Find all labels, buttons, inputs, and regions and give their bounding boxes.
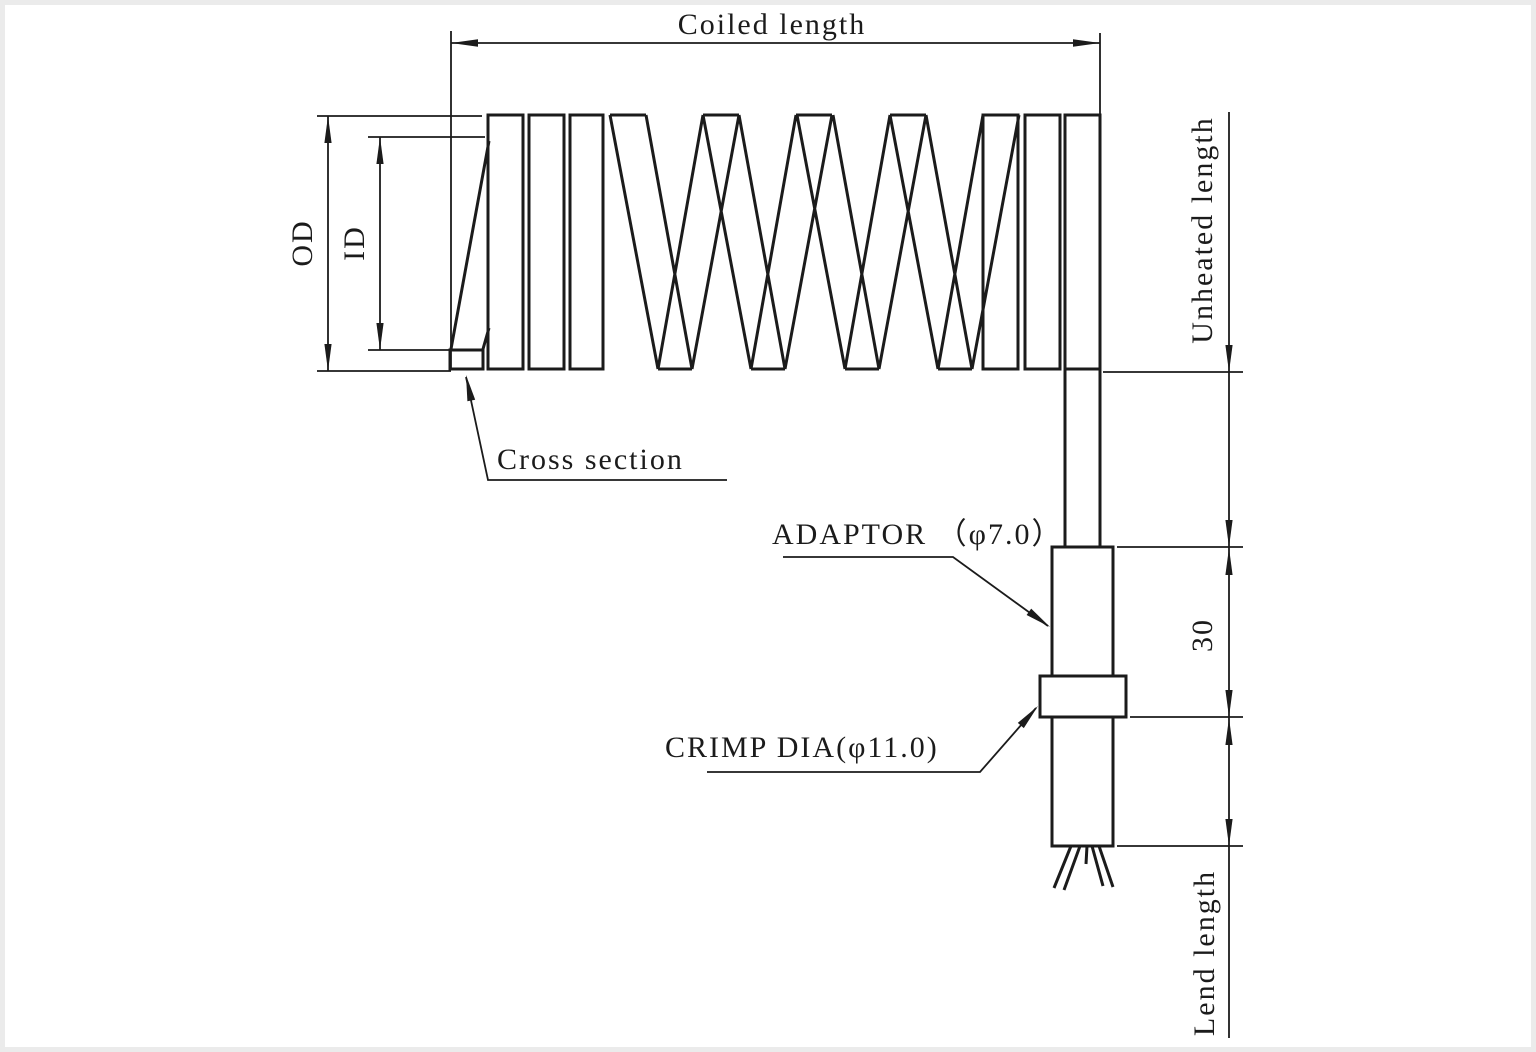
sheath-body [1050, 715, 1115, 848]
id-label: ID [338, 225, 371, 261]
coil-heater-body [448, 113, 1128, 891]
crimp-label: CRIMP DIA(φ11.0) [665, 731, 939, 764]
adaptor-length-label: 30 [1186, 618, 1219, 652]
coil-lead-in [449, 140, 491, 350]
lead-length-label: Lend length [1188, 870, 1221, 1036]
coil-open-turns [608, 113, 1021, 371]
coil-close-turns-left [486, 113, 605, 371]
cross-section-rect [448, 348, 485, 371]
drawing-canvas: Coiled length OD ID Cross section ADAPTO… [286, 8, 1243, 1038]
adaptor-body [1050, 545, 1115, 678]
arrowhead [1017, 706, 1038, 729]
unheated-length-label: Unheated length [1186, 116, 1219, 343]
dimension-id: ID [338, 136, 485, 351]
adaptor-label: ADAPTOR （φ7.0） [772, 518, 1063, 551]
callout-cross-section: Cross section [465, 375, 727, 481]
coil-close-turns-right [981, 113, 1102, 371]
arrowhead [466, 375, 476, 402]
dimension-od: OD [286, 115, 482, 372]
dimension-right-stack: Unheated length 30 Lend length [1103, 112, 1243, 1038]
arrowhead [451, 39, 478, 47]
lead-wires [1052, 845, 1115, 891]
callout-crimp: CRIMP DIA(φ11.0) [665, 706, 1038, 773]
dimension-coiled-length: Coiled length [450, 8, 1101, 369]
callout-adaptor: ADAPTOR （φ7.0） [772, 518, 1063, 627]
crimp-body [1038, 674, 1128, 719]
arrowhead [1026, 608, 1050, 627]
coiled-length-label: Coiled length [678, 8, 866, 41]
arrowhead [1073, 39, 1100, 47]
cross-section-label: Cross section [497, 443, 684, 476]
od-label: OD [286, 219, 319, 266]
unheated-tube [1063, 369, 1102, 547]
